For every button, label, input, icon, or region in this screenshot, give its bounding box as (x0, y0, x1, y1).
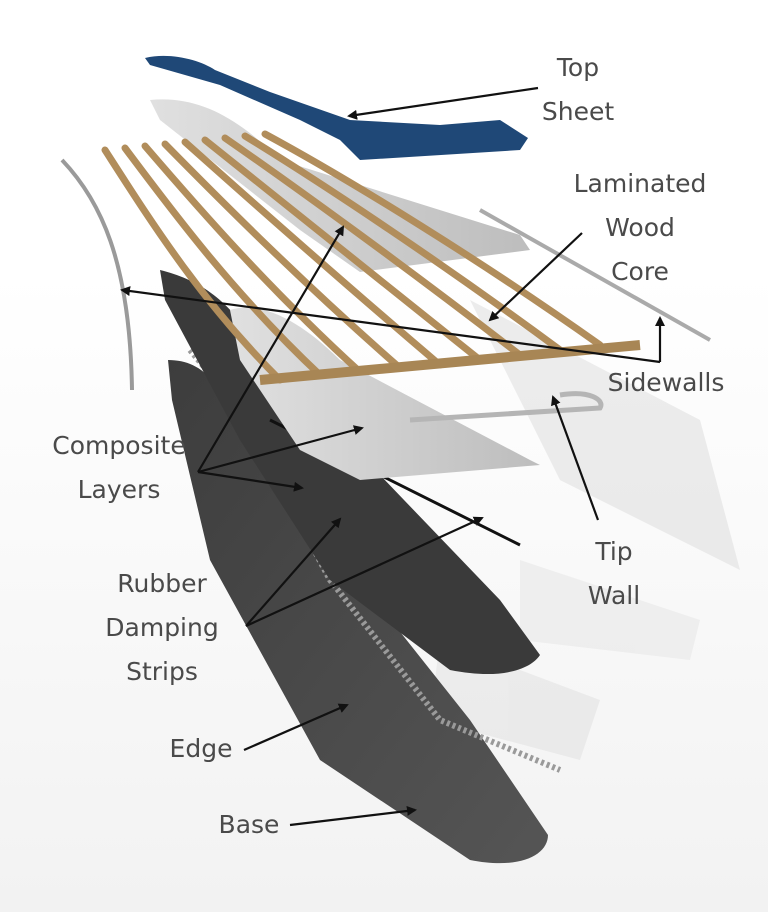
arrow-composite-upper (197, 225, 345, 473)
sidewall-left (60, 158, 134, 391)
sidewall-right (479, 208, 711, 342)
arrow-base (289, 805, 417, 827)
arrow-rubber-2 (245, 516, 484, 628)
arrow-rubber-1 (245, 517, 342, 627)
arrow-composite-lower (197, 470, 304, 492)
tip-wall-shape (409, 391, 604, 423)
arrow-top-sheet (347, 86, 539, 120)
label-base: Base (218, 810, 280, 839)
label-top-sheet: Top Sheet (541, 53, 615, 126)
arrow-edge (243, 703, 349, 752)
arrow-sidewall-left (120, 286, 661, 364)
arrow-wood-core (488, 232, 583, 322)
composite-layer-upper (150, 99, 530, 273)
label-tip-wall: Tip Wall (587, 537, 641, 610)
wood-core-strips (101, 130, 604, 384)
composite-layer-lower (230, 307, 540, 480)
label-edge: Edge (169, 734, 233, 763)
top-sheet-layer (145, 55, 528, 160)
arrow-tip-wall (551, 395, 600, 521)
label-rubber-damping-strips: Rubber Damping Strips (105, 569, 219, 686)
label-sidewalls: Sidewalls (607, 368, 725, 397)
leader-lines (120, 86, 665, 827)
label-wood-core: Laminated Wood Core (573, 169, 707, 286)
label-composite-layers: Composite Layers (52, 431, 186, 504)
arrow-composite-middle (197, 425, 364, 474)
